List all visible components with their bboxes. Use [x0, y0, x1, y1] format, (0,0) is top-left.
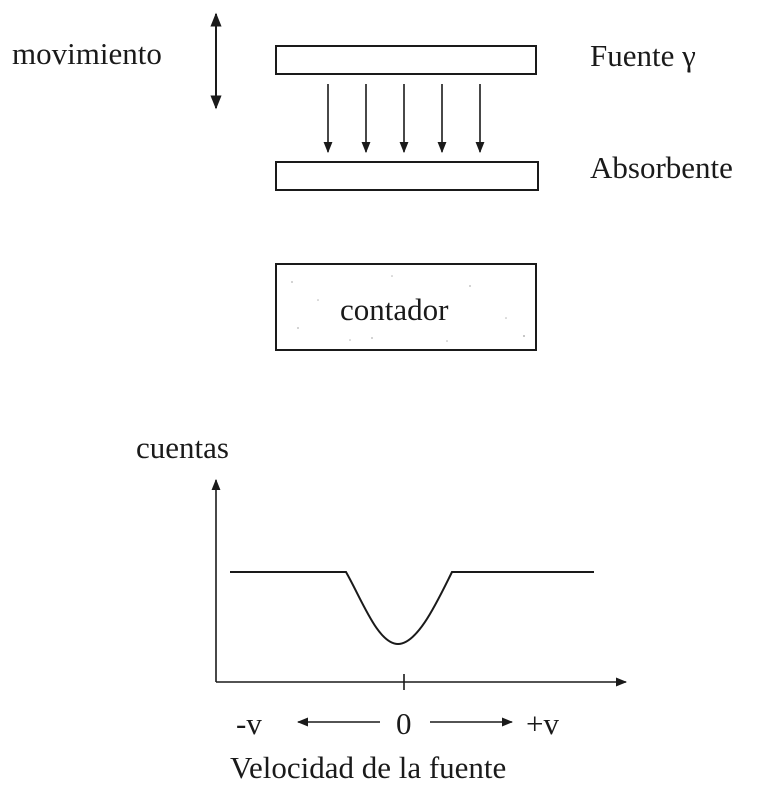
gamma-rays	[323, 84, 485, 154]
absorption-curve	[230, 571, 594, 646]
tick-zero-label: 0	[396, 706, 412, 741]
absorber-label: Absorbente	[590, 150, 733, 185]
source-plate	[275, 45, 537, 75]
counter-label: contador	[340, 292, 449, 327]
tick-negative-label: -v	[236, 706, 262, 741]
counter-speckle	[291, 275, 525, 342]
counter-box	[275, 263, 537, 351]
y-axis-label: cuentas	[136, 430, 229, 465]
x-axis-label: Velocidad de la fuente	[230, 750, 507, 785]
motion-label: movimiento	[12, 36, 162, 71]
absorber-plate	[275, 161, 539, 191]
tick-positive-label: +v	[526, 706, 559, 741]
source-label: Fuente γ	[590, 38, 696, 73]
